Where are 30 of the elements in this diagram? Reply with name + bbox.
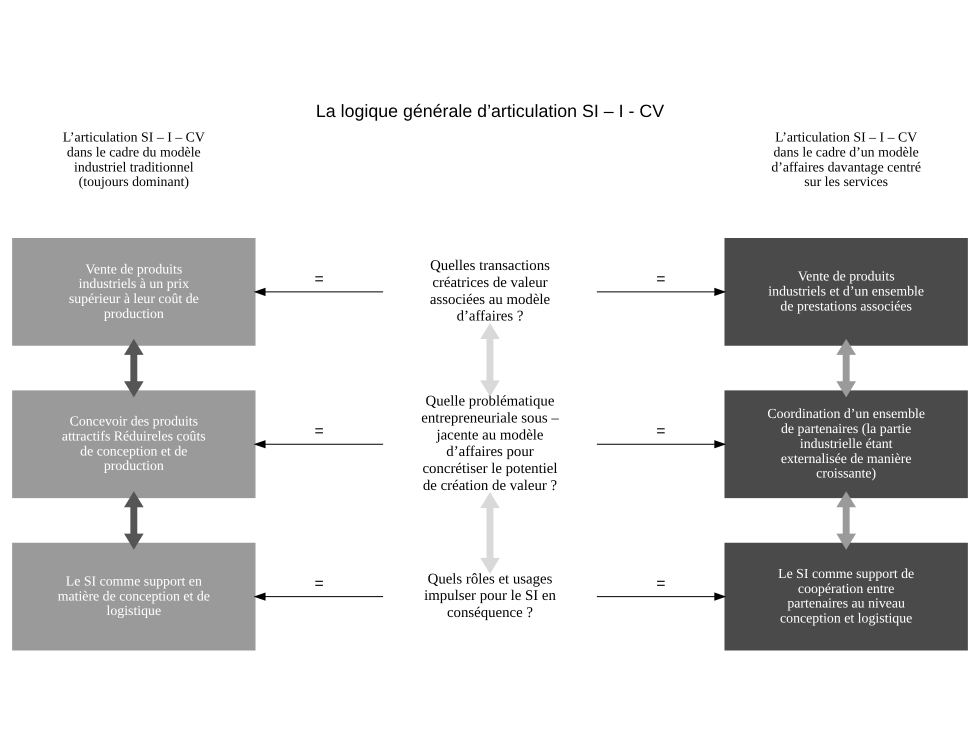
node-text: Quelles transactions créatrices de valeur associées au modèle d’affaires ?: [430, 258, 550, 325]
label: L’articulation SI – I – CV dans le cadre du modèle industriel traditionnel (toujours dominant): [62, 130, 205, 190]
arrow: [596, 440, 726, 448]
arrow: [480, 492, 500, 574]
node-box: Coordination d’un ensemble de partenaires (la partie industrielle étant externalisée de manière croissante): [724, 390, 968, 498]
node-box: Le SI comme support de coopération entre partenaires au niveau conception et logistique: [724, 542, 968, 651]
arrow: [254, 440, 384, 448]
edge-label: =: [656, 270, 666, 288]
edge-label: =: [656, 423, 666, 440]
arrow: [124, 338, 144, 398]
label: L’articulation SI – I – CV dans le cadre d’un modèle d’affaires davantage centré sur les services: [771, 130, 921, 190]
node-box: Vente de produits industriels à un prix supérieur à leur coût de production: [12, 238, 256, 346]
node-text: Quelle problématique entrepreneuriale sous – jacente au modèle d’affaires pour concrétiser le potentiel de création de valeur ?: [421, 394, 559, 494]
diagram-title: La logique générale d’articulation SI – I - CV: [316, 101, 664, 122]
arrow: [480, 323, 500, 396]
edge-label: =: [314, 270, 324, 288]
edge-label: =: [314, 576, 324, 593]
edge-label: =: [656, 576, 666, 593]
arrow: [124, 491, 144, 550]
edge-label: =: [314, 423, 324, 440]
arrow: [836, 338, 856, 398]
node-box: Vente de produits industriels et d’un ensemble de prestations associées: [724, 238, 968, 346]
node-text: Quels rôles et usages impulser pour le SI en conséquence ?: [424, 571, 556, 621]
arrow: [596, 288, 726, 296]
node-box: Le SI comme support en matière de conception et de logistique: [12, 542, 256, 651]
node-box: Concevoir des produits attractifs Réduireles coûts de conception et de production: [12, 390, 256, 498]
arrow: [254, 288, 384, 296]
arrow: [596, 592, 726, 601]
arrow: [836, 491, 856, 550]
arrow: [254, 592, 384, 601]
